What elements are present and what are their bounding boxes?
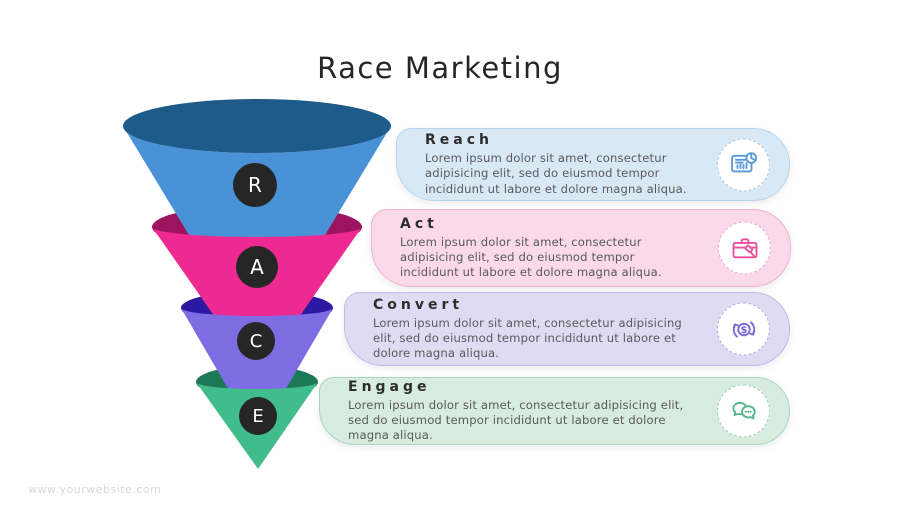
funnel-top-opening xyxy=(123,99,391,153)
stage-badge-r: R xyxy=(233,163,277,207)
card-engage-title: Engage xyxy=(348,378,431,395)
card-act: Act Lorem ipsum dolor sit amet, consecte… xyxy=(371,209,791,287)
card-reach-description: Lorem ipsum dolor sit amet, consectetur … xyxy=(425,151,687,196)
page-title: Race Marketing xyxy=(317,51,563,86)
stage-badge-c: C xyxy=(237,322,275,360)
svg-text:$: $ xyxy=(740,325,747,336)
stage-letter-a: A xyxy=(250,255,264,279)
website-url: www.yourwebsite.com xyxy=(28,483,162,496)
card-convert: Convert Lorem ipsum dolor sit amet, cons… xyxy=(344,292,790,366)
stage-badge-e: E xyxy=(239,397,277,435)
card-act-description: Lorem ipsum dolor sit amet, consectetur … xyxy=(400,234,662,280)
card-act-title: Act xyxy=(400,215,438,232)
stage-badge-a: A xyxy=(236,246,278,288)
card-reach-title: Reach xyxy=(425,132,493,149)
card-engage-description: Lorem ipsum dolor sit amet, consectetur … xyxy=(348,397,684,443)
stage-letter-r: R xyxy=(248,173,262,197)
stage-letter-c: C xyxy=(250,331,263,352)
chat-bubbles-icon xyxy=(717,384,770,438)
dollar-sync-icon: $ xyxy=(717,302,770,356)
card-engage: Engage Lorem ipsum dolor sit amet, conse… xyxy=(319,377,790,445)
card-reach: Reach Lorem ipsum dolor sit amet, consec… xyxy=(396,128,790,201)
analytics-report-icon xyxy=(717,138,770,191)
card-convert-title: Convert xyxy=(373,296,464,313)
briefcase-gavel-icon xyxy=(718,221,771,275)
card-convert-description: Lorem ipsum dolor sit amet, consectetur … xyxy=(373,315,682,361)
stage-letter-e: E xyxy=(252,406,263,427)
race-funnel-diagram: R A C E xyxy=(123,99,391,469)
